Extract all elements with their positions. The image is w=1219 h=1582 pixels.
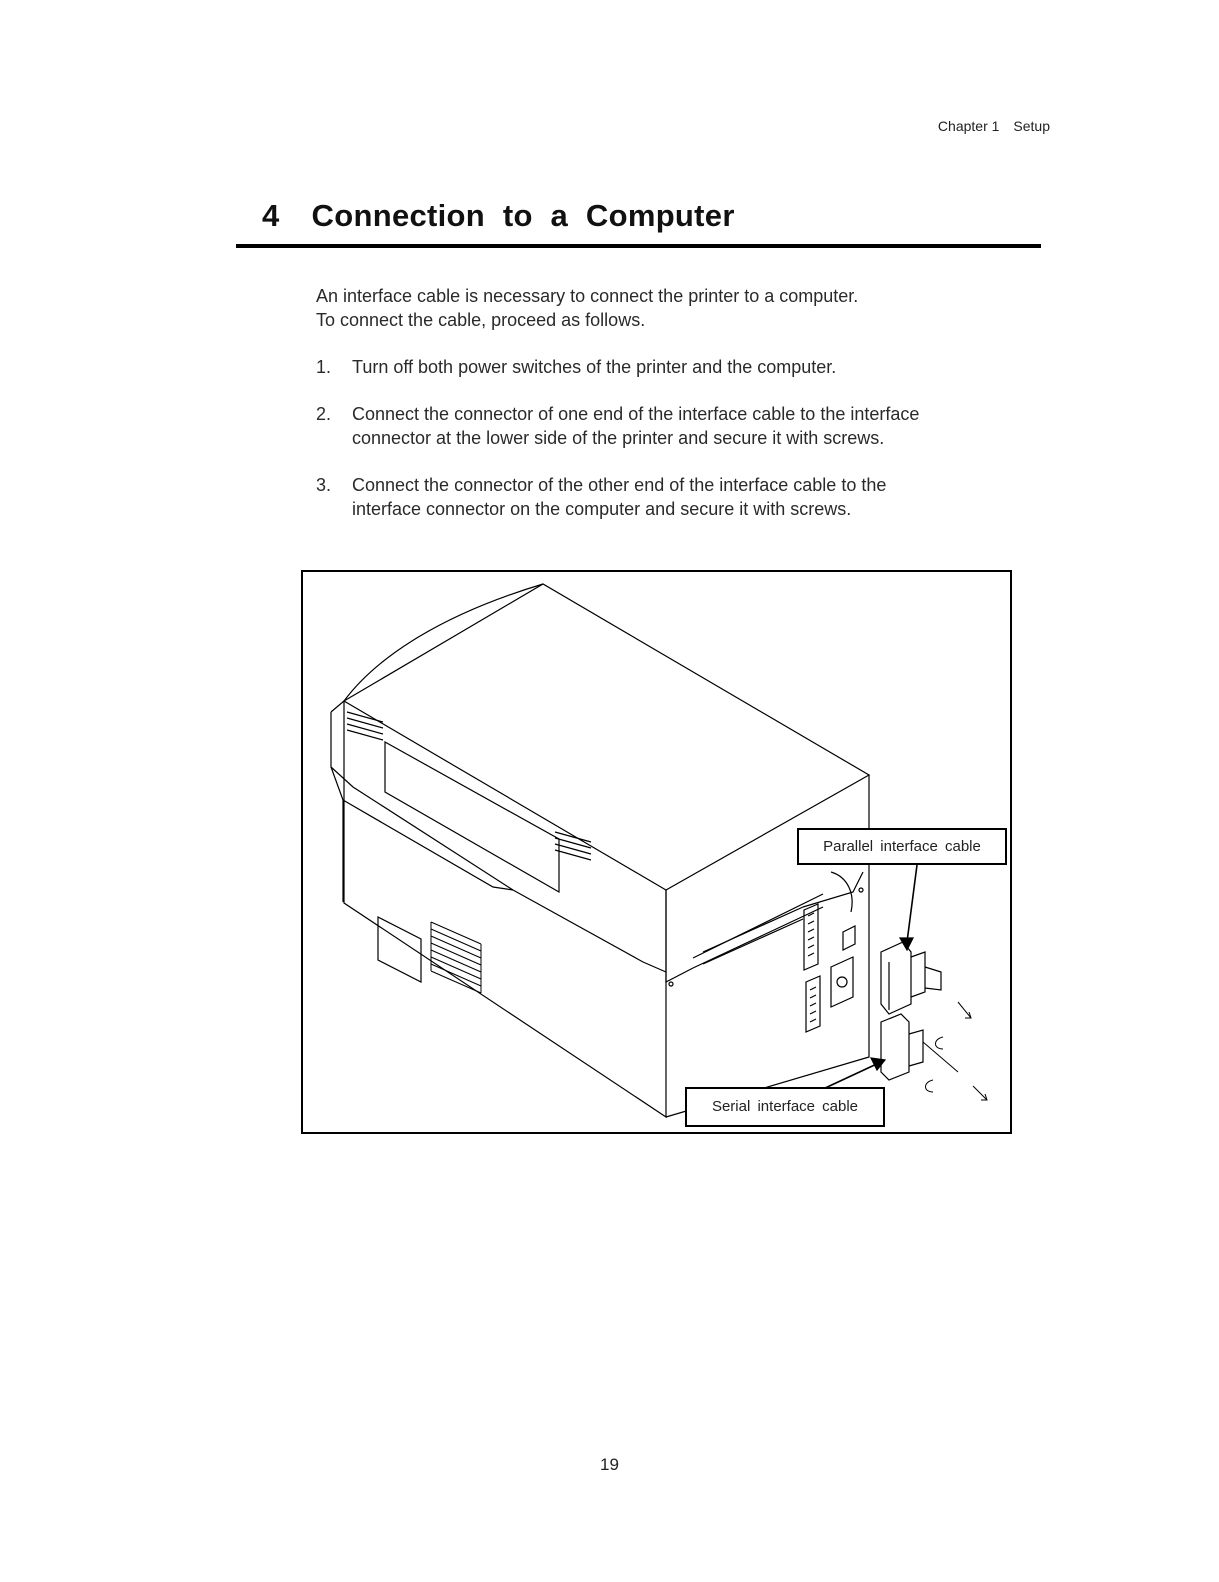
step-text: connector at the lower side of the print… xyxy=(352,428,885,448)
section-number: 4 xyxy=(262,198,280,233)
page-number: 19 xyxy=(600,1455,619,1474)
section-title-text: Connection to a Computer xyxy=(311,198,735,233)
intro-line: To connect the cable, proceed as follows… xyxy=(316,310,646,330)
section-label: Setup xyxy=(1013,118,1050,134)
step-text: Turn off both power switches of the prin… xyxy=(352,357,837,377)
step-number: 3. xyxy=(316,475,332,495)
step-text: Connect the connector of the other end o… xyxy=(352,475,887,495)
step-text: Connect the connector of one end of the … xyxy=(352,404,920,424)
step-item: 2. Connect the connector of one end of t… xyxy=(316,402,1016,450)
printer-illustration xyxy=(330,583,988,1119)
callout-leaders xyxy=(807,864,918,1097)
step-text: interface connector on the computer and … xyxy=(352,499,852,519)
step-number: 2. xyxy=(316,404,332,424)
printer-body xyxy=(330,583,871,1119)
steps-list: 1. Turn off both power switches of the p… xyxy=(316,355,1016,544)
parallel-cable-connector xyxy=(880,941,972,1019)
serial-cable-label: Serial interface cable xyxy=(685,1087,885,1127)
rear-panel xyxy=(665,871,864,987)
parallel-port xyxy=(803,903,856,971)
step-item: 1. Turn off both power switches of the p… xyxy=(316,355,1016,379)
chapter-label: Chapter 1 xyxy=(937,118,1000,134)
parallel-cable-label: Parallel interface cable xyxy=(797,828,1007,865)
printer-connection-figure: Parallel interface cable Serial interfac… xyxy=(301,570,1012,1134)
title-rule xyxy=(236,244,1041,248)
running-header: Chapter 1 Setup xyxy=(938,118,1050,134)
step-number: 1. xyxy=(316,357,332,377)
serial-port xyxy=(805,956,854,1033)
section-title: 4 Connection to a Computer xyxy=(262,198,735,234)
intro-paragraph: An interface cable is necessary to conne… xyxy=(316,284,858,332)
step-item: 3. Connect the connector of the other en… xyxy=(316,473,1016,521)
vent-grille xyxy=(430,921,482,994)
serial-cable-connector xyxy=(880,1013,988,1101)
intro-line: An interface cable is necessary to conne… xyxy=(316,286,859,306)
